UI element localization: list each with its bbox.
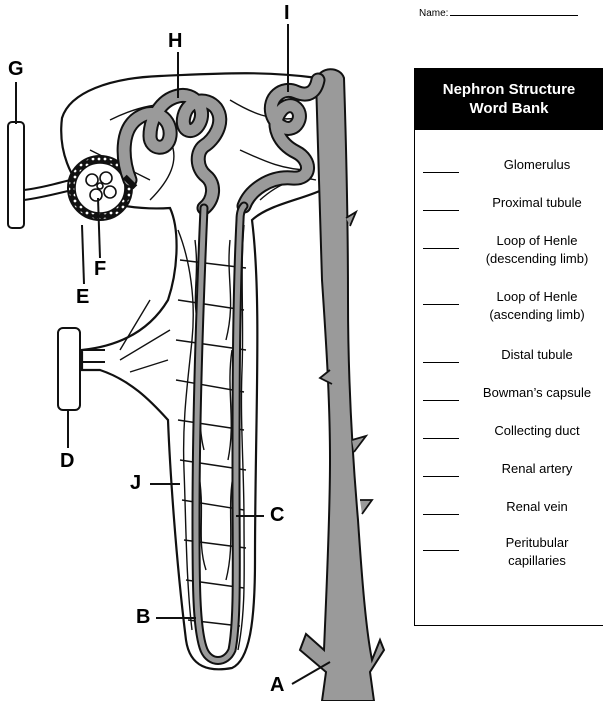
word-bank-term: Peritubular [475, 534, 599, 552]
word-bank-term: Loop of Henle [475, 232, 599, 250]
label-c: C [270, 504, 284, 527]
label-g: G [8, 58, 24, 81]
label-e: E [76, 286, 89, 309]
word-bank-term-line2: (descending limb) [475, 250, 599, 268]
answer-blank[interactable] [423, 400, 459, 401]
answer-blank[interactable] [423, 210, 459, 211]
answer-blank[interactable] [423, 172, 459, 173]
word-bank-term: Renal artery [475, 460, 599, 478]
answer-blank[interactable] [423, 362, 459, 363]
name-field: Name: [419, 6, 578, 19]
label-h: H [168, 30, 182, 53]
answer-blank[interactable] [423, 514, 459, 515]
word-bank-term-line2: (ascending limb) [475, 306, 599, 324]
word-bank-term: Renal vein [475, 498, 599, 516]
word-bank-term: Loop of Henle [475, 288, 599, 306]
word-bank-title-line1: Nephron Structure [415, 80, 603, 99]
word-bank-panel: Nephron Structure Word Bank Glomerulus P… [414, 68, 603, 626]
label-a: A [270, 674, 284, 697]
answer-blank[interactable] [423, 248, 459, 249]
nephron-diagram [0, 0, 410, 701]
renal-artery-vessel [8, 122, 24, 228]
word-bank-term: Proximal tubule [475, 194, 599, 212]
label-j: J [130, 472, 141, 495]
label-i: I [284, 2, 290, 25]
answer-blank[interactable] [423, 550, 459, 551]
renal-vein-vessel [58, 328, 80, 410]
word-bank-header: Nephron Structure Word Bank [415, 68, 603, 130]
answer-blank[interactable] [423, 476, 459, 477]
word-bank-term-line2: capillaries [475, 552, 599, 570]
answer-blank[interactable] [423, 438, 459, 439]
label-f: F [94, 258, 106, 281]
word-bank-term: Glomerulus [475, 156, 599, 174]
name-label: Name: [419, 8, 448, 19]
label-d: D [60, 450, 74, 473]
word-bank-title-line2: Word Bank [415, 99, 603, 118]
answer-blank[interactable] [423, 304, 459, 305]
afferent-arteriole [24, 180, 70, 190]
word-bank-term: Distal tubule [475, 346, 599, 364]
label-b: B [136, 606, 150, 629]
word-bank-term: Bowman’s capsule [475, 384, 599, 402]
name-blank-line[interactable] [450, 6, 578, 16]
word-bank-term: Collecting duct [475, 422, 599, 440]
